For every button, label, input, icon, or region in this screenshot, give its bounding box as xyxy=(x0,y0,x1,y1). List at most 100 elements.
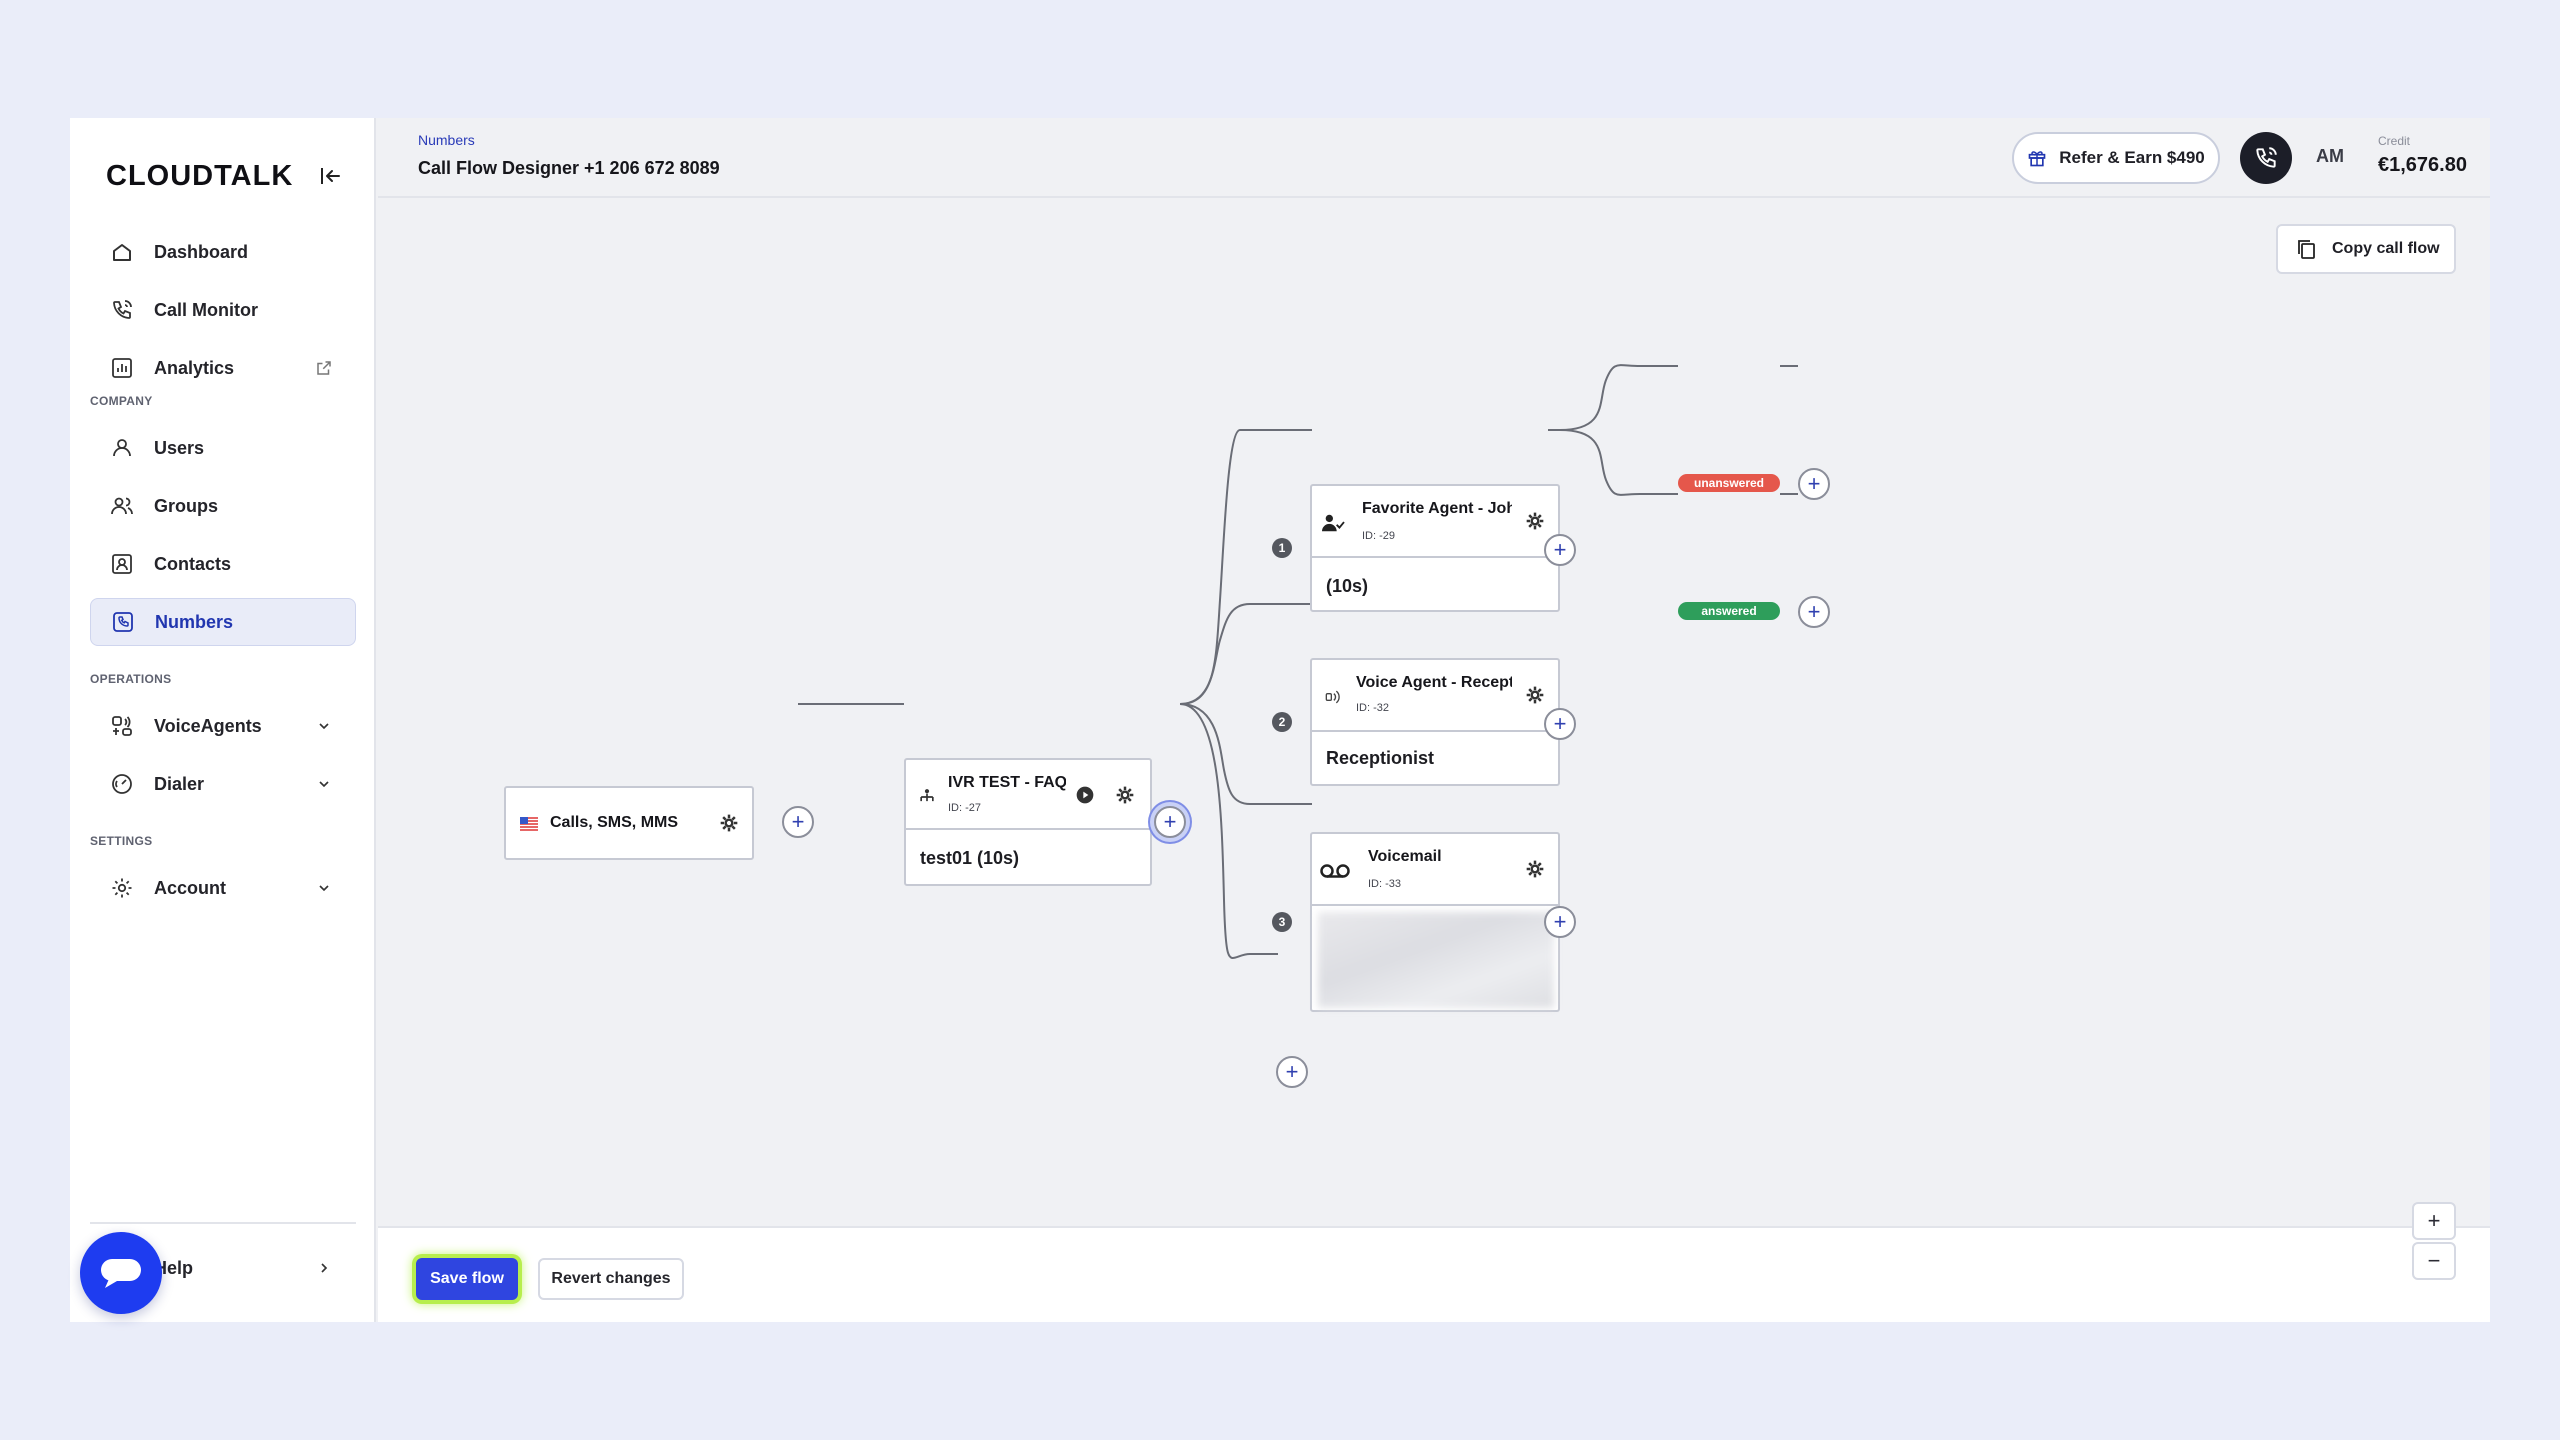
sidebar-item-call-monitor[interactable]: Call Monitor xyxy=(90,286,356,334)
branch-badge-1: 1 xyxy=(1272,538,1292,558)
ivr-node-title: IVR TEST - FAQs xyxy=(948,774,1066,791)
voicemail-icon xyxy=(1320,856,1350,886)
add-branch-button[interactable]: + xyxy=(1154,806,1186,838)
sidebar-item-label: Numbers xyxy=(155,611,234,632)
phone-book-icon xyxy=(109,608,137,636)
gear-icon[interactable] xyxy=(1524,858,1546,880)
revert-changes-button[interactable]: Revert changes xyxy=(538,1258,684,1300)
chevron-down-icon xyxy=(312,714,336,738)
voicemail-node-id: ID: -33 xyxy=(1368,878,1402,890)
cloudtalk-logo: CLOUDTALK xyxy=(106,159,294,192)
credit-value: €1,676.80 xyxy=(2378,154,2467,176)
sidebar-item-voice-agents[interactable]: VoiceAgents xyxy=(90,702,356,750)
copy-call-flow-button[interactable]: Copy call flow xyxy=(2276,224,2456,274)
voicemail-preview-blurred xyxy=(1318,912,1554,1008)
sidebar-item-label: Call Monitor xyxy=(154,299,258,320)
ivr-node-id: ID: -27 xyxy=(948,802,982,814)
bar-chart-icon xyxy=(108,354,136,382)
user-check-icon xyxy=(1318,508,1348,538)
gear-icon[interactable] xyxy=(1524,684,1546,706)
sidebar-item-numbers[interactable]: Numbers xyxy=(90,598,356,646)
copy-icon xyxy=(2294,237,2318,261)
source-node-title: Calls, SMS, MMS xyxy=(550,814,679,831)
save-flow-button[interactable]: Save flow xyxy=(416,1258,518,1300)
sidebar-item-label: Dialer xyxy=(154,773,205,794)
external-link-icon xyxy=(312,356,336,380)
sidebar-item-users[interactable]: Users xyxy=(90,424,356,472)
sidebar: CLOUDTALK Dashboard Call Monitor Analyti… xyxy=(70,118,376,1322)
add-answered-step-button[interactable]: + xyxy=(1798,596,1830,628)
voicemail-node[interactable]: Voicemail ID: -33 xyxy=(1310,832,1560,1012)
gear-icon[interactable] xyxy=(718,812,740,834)
chat-icon xyxy=(99,1255,143,1291)
copy-call-flow-label: Copy call flow xyxy=(2332,240,2440,257)
app-window: CLOUDTALK Dashboard Call Monitor Analyti… xyxy=(70,118,2490,1322)
sidebar-item-dashboard[interactable]: Dashboard xyxy=(90,228,356,276)
flow-connectors xyxy=(798,364,1798,959)
voice-agent-node-header xyxy=(1312,660,1558,732)
add-step-button[interactable]: + xyxy=(782,806,814,838)
refer-earn-button[interactable]: Refer & Earn $490 xyxy=(2012,132,2220,184)
voicemail-node-header xyxy=(1312,834,1558,906)
gear-icon[interactable] xyxy=(1524,510,1546,532)
sidebar-item-contacts[interactable]: Contacts xyxy=(90,540,356,588)
unanswered-pill: unanswered xyxy=(1678,474,1780,492)
zoom-in-button[interactable]: + xyxy=(2412,1202,2456,1240)
play-icon[interactable] xyxy=(1074,784,1096,806)
sidebar-item-label: Groups xyxy=(154,495,219,516)
logo-row: CLOUDTALK xyxy=(106,154,346,198)
breadcrumb[interactable]: Numbers xyxy=(418,132,475,148)
user-icon xyxy=(108,434,136,462)
favorite-agent-node-title: Favorite Agent - John xyxy=(1362,500,1512,517)
add-step-button[interactable]: + xyxy=(1544,534,1576,566)
voice-agent-node-title: Voice Agent - Receptionist xyxy=(1356,674,1512,691)
chat-support-button[interactable] xyxy=(80,1232,162,1314)
favorite-agent-node[interactable]: Favorite Agent - John ID: -29 (10s) xyxy=(1310,484,1560,612)
sidebar-item-dialer[interactable]: Dialer xyxy=(90,760,356,808)
contact-card-icon xyxy=(108,550,136,578)
sidebar-item-account[interactable]: Account xyxy=(90,864,356,912)
chevron-right-icon xyxy=(312,1256,336,1280)
section-label-settings: SETTINGS xyxy=(90,834,153,848)
bottom-action-bar: Save flow Revert changes xyxy=(378,1226,2490,1322)
add-unanswered-step-button[interactable]: + xyxy=(1798,468,1830,500)
phone-waves-icon xyxy=(108,296,136,324)
ivr-node[interactable]: IVR TEST - FAQs ID: -27 test01 (10s) xyxy=(904,758,1152,886)
sidebar-item-label: Account xyxy=(154,877,226,898)
sidebar-divider xyxy=(90,1222,356,1224)
favorite-agent-node-header xyxy=(1312,486,1558,558)
page-title: Call Flow Designer +1 206 672 8089 xyxy=(418,158,720,178)
collapse-sidebar-icon[interactable] xyxy=(316,161,346,191)
source-node[interactable]: Calls, SMS, MMS xyxy=(504,786,754,860)
chevron-down-icon xyxy=(312,772,336,796)
voice-agent-node-id: ID: -32 xyxy=(1356,702,1390,714)
sidebar-item-help[interactable]: Help xyxy=(90,1244,356,1292)
zoom-out-button[interactable]: − xyxy=(2412,1242,2456,1280)
sidebar-item-label: VoiceAgents xyxy=(154,715,262,736)
chevron-down-icon xyxy=(312,876,336,900)
sidebar-item-label: Users xyxy=(154,437,205,458)
phone-button[interactable] xyxy=(2240,132,2292,184)
add-branch-button[interactable]: + xyxy=(1276,1056,1308,1088)
ivr-tree-icon xyxy=(912,782,942,812)
favorite-agent-node-id: ID: -29 xyxy=(1362,530,1396,542)
credit-label: Credit xyxy=(2378,134,2411,148)
voice-agent-icon xyxy=(1318,682,1348,712)
add-step-button[interactable]: + xyxy=(1544,906,1576,938)
section-label-operations: OPERATIONS xyxy=(90,672,172,686)
add-step-button[interactable]: + xyxy=(1544,708,1576,740)
sidebar-item-analytics[interactable]: Analytics xyxy=(90,344,356,392)
gear-icon[interactable] xyxy=(1114,784,1136,806)
voice-agent-node-body: Receptionist xyxy=(1326,748,1435,768)
sidebar-item-label: Help xyxy=(154,1257,194,1278)
section-label-company: COMPANY xyxy=(90,394,153,408)
top-header: Numbers Call Flow Designer +1 206 672 80… xyxy=(378,118,2490,198)
phone-icon xyxy=(2253,145,2279,171)
avatar[interactable]: AM xyxy=(2316,146,2344,166)
voice-agent-node[interactable]: Voice Agent - Receptionist ID: -32 Recep… xyxy=(1310,658,1560,786)
flow-canvas[interactable]: Copy call flow Calls, SMS, MMS xyxy=(378,200,2490,1224)
ivr-node-body: test01 (10s) xyxy=(920,848,1020,868)
answered-pill: answered xyxy=(1678,602,1780,620)
sidebar-item-groups[interactable]: Groups xyxy=(90,482,356,530)
voice-agent-icon xyxy=(108,712,136,740)
